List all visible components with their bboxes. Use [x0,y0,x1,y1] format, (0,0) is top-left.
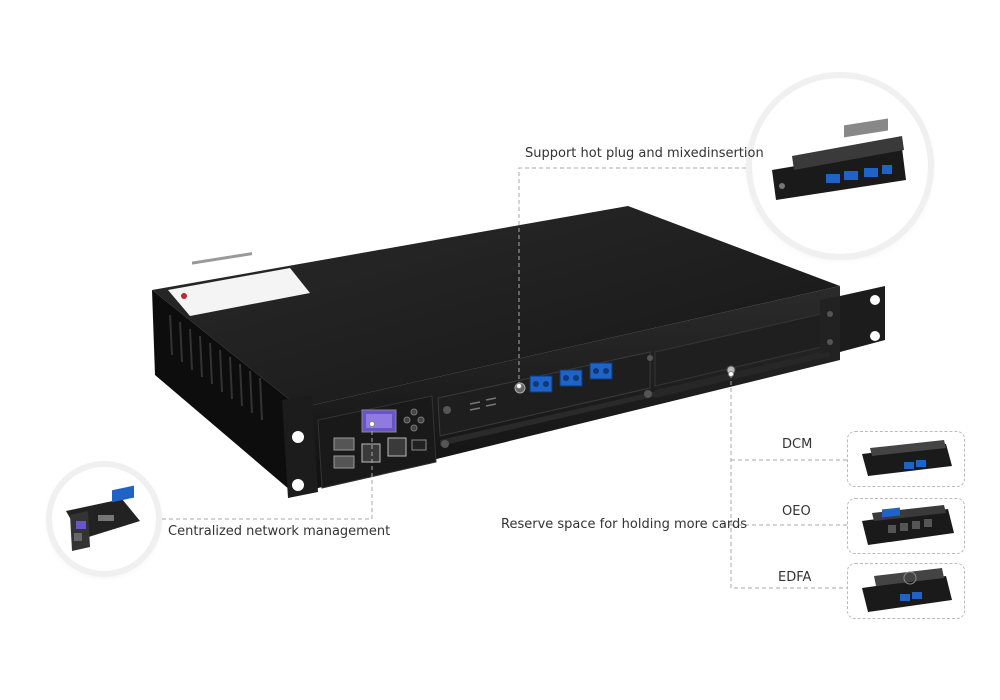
nmu-card-zoom [52,467,156,571]
edfa-card-thumbnail [847,563,965,619]
fan-module [820,296,840,354]
side-vents [169,314,263,421]
nmu-card-image [66,485,140,551]
olp-connectors [529,362,613,393]
oeo-card-thumbnail [847,498,965,554]
card-label-oeo: OEO [782,504,811,519]
chassis-left-side [152,290,300,490]
oeo-card-icon [862,505,954,545]
card-label-edfa: EDFA [778,570,812,585]
chassis-top [152,206,840,408]
card-label-dcm: DCM [782,437,813,452]
reserve-space-label: Reserve space for holding more cards [501,517,748,532]
rack-ear-right [840,286,885,352]
blank-slot-right-lower [655,350,830,398]
dcm-card-icon [862,440,952,476]
rack-ear-left [282,395,318,498]
hot-plug-card-image [772,118,906,200]
chassis-sticker [168,268,310,316]
hot-plug-label: Support hot plug and mixedinsertion [525,146,764,161]
edfa-card-icon [862,568,952,612]
hot-plug-card-zoom [752,78,928,254]
network-management-label: Centralized network management [168,524,391,539]
dcm-card-thumbnail [847,431,965,487]
leader-lines [155,167,848,589]
